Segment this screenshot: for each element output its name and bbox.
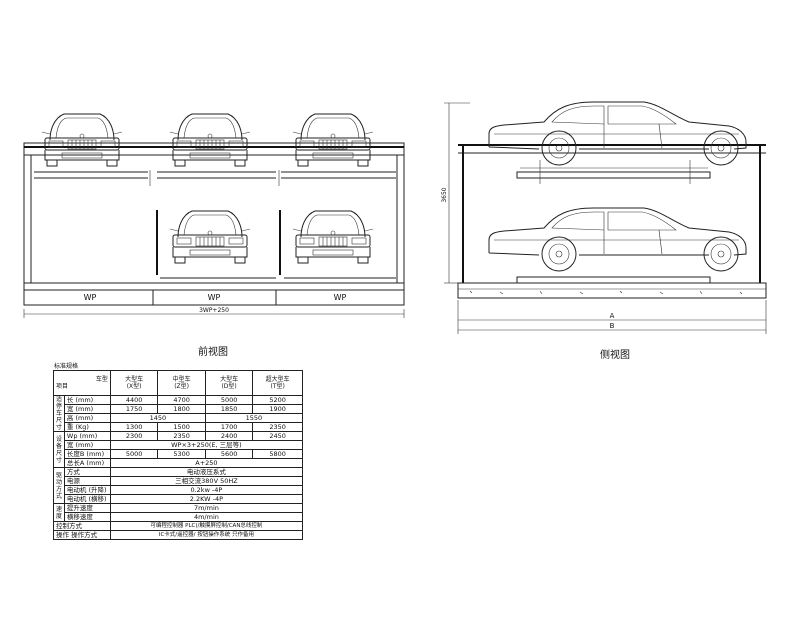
row-label: 提升速度 bbox=[63, 503, 111, 513]
row-weight: 重 (Kg) 1300 1500 1700 2350 bbox=[54, 422, 303, 432]
group-car-size: 适停车尺寸 bbox=[53, 395, 65, 432]
side-view: 3650 A B bbox=[441, 101, 767, 334]
cell: WP×3+250(E, 三层等) bbox=[109, 440, 304, 450]
side-height: 3650 bbox=[441, 187, 448, 202]
row-label: 重 (Kg) bbox=[63, 422, 111, 432]
header-type-4: 超大型车(T型) bbox=[252, 370, 303, 396]
row-label: 长 (mm) bbox=[63, 395, 111, 405]
cell: 2.2KW -4P bbox=[109, 494, 304, 504]
row-label: 控制方式 bbox=[53, 521, 111, 531]
front-view: WP WP WP 3WP+250 bbox=[23, 113, 405, 318]
cell: 4m/min bbox=[109, 512, 304, 522]
cell: 5600 bbox=[204, 449, 254, 459]
cell: 1700 bbox=[204, 422, 254, 432]
row-label: 宽 (mm) bbox=[63, 440, 111, 450]
cell: 5000 bbox=[204, 395, 254, 405]
cell: 1550 bbox=[204, 413, 304, 423]
front-frame bbox=[23, 142, 405, 306]
row-total-length: 长度B (mm) 5000 5300 5600 5800 bbox=[54, 449, 303, 459]
cell: 1800 bbox=[157, 404, 206, 414]
row-operation: 操作 操作方式 IC卡式/遥控器/ 按钮操作系统 只作备用 bbox=[53, 530, 304, 540]
header-type-2: 中型车(Z型) bbox=[157, 370, 206, 396]
row-label: 方式 bbox=[63, 467, 111, 477]
cell: 1900 bbox=[252, 404, 303, 414]
group-speed: 速度 bbox=[53, 503, 65, 522]
cell: IC卡式/遥控器/ 按钮操作系统 只作备用 bbox=[109, 530, 304, 540]
cell: 2350 bbox=[252, 422, 303, 432]
row-pit: 总长A (mm) A+250 bbox=[54, 458, 304, 468]
row-label: 总长A (mm) bbox=[63, 458, 111, 468]
cell: 5300 bbox=[157, 449, 206, 459]
cell: 1750 bbox=[109, 404, 159, 414]
cell: 1300 bbox=[109, 422, 159, 432]
cell: 4400 bbox=[109, 395, 159, 405]
front-view-caption: 前视图 bbox=[198, 347, 228, 358]
cell: 5000 bbox=[109, 449, 159, 459]
group-equipment-size: 设备尺寸 bbox=[53, 431, 65, 468]
cell: 三相交流380V 50HZ bbox=[109, 476, 304, 486]
header-type-1: 大型车(X型) bbox=[109, 370, 159, 396]
row-length: 适停车尺寸 长 (mm) 4400 4700 5000 5200 bbox=[53, 395, 303, 432]
wp-label-1: WP bbox=[84, 293, 97, 302]
row-label: 电动机 (升降) bbox=[63, 485, 111, 495]
side-dim-a: A bbox=[610, 312, 615, 320]
row-control: 控制方式 可编程控制器 PLC)/触摸屏控制/CAN总线控制 bbox=[53, 521, 304, 531]
row-speed-lift: 速度 提升速度 7m/min bbox=[53, 503, 304, 522]
cell: 2350 bbox=[157, 431, 206, 441]
cell: A+250 bbox=[109, 458, 304, 468]
header-corner: 车型 项目 bbox=[53, 370, 111, 396]
cell: 5800 bbox=[252, 449, 303, 459]
cell: 1850 bbox=[204, 404, 254, 414]
front-total-width: 3WP+250 bbox=[199, 307, 229, 314]
cell: 4700 bbox=[157, 395, 206, 405]
header-type-3: 大型车(D型) bbox=[204, 370, 254, 396]
cell: 0.2kw -4P bbox=[109, 485, 304, 495]
row-label: 电源 bbox=[63, 476, 111, 486]
spec-table: 车型 项目 大型车(X型) 中型车(Z型) 大型车(D型) 超大型车(T型) 适… bbox=[53, 370, 304, 540]
cell: 1500 bbox=[157, 422, 206, 432]
row-label: 长度B (mm) bbox=[63, 449, 111, 459]
row-motor-trav: 电动机 (横移) 2.2KW -4P bbox=[54, 494, 304, 504]
row-label: 电动机 (横移) bbox=[63, 494, 111, 504]
cell: 5200 bbox=[252, 395, 303, 405]
row-width: 宽 (mm) 1750 1800 1850 1900 bbox=[54, 404, 303, 414]
cell: 2300 bbox=[109, 431, 159, 441]
row-height: 高 (mm) 1450 1550 bbox=[54, 413, 304, 423]
row-motor-lift: 电动机 (升降) 0.2kw -4P bbox=[54, 485, 304, 495]
row-label: 高 (mm) bbox=[63, 413, 111, 423]
cell: 可编程控制器 PLC)/触摸屏控制/CAN总线控制 bbox=[109, 521, 304, 531]
row-speed-trav: 横移速度 4m/min bbox=[54, 512, 304, 522]
cell: 电动液压系式 bbox=[109, 467, 304, 477]
spec-table-title: 标准规格 bbox=[54, 363, 79, 370]
row-label: 横移速度 bbox=[63, 512, 111, 522]
row-total-width: 宽 (mm) WP×3+250(E, 三层等) bbox=[54, 440, 304, 450]
row-label: 操作 操作方式 bbox=[53, 530, 111, 540]
cell: 2450 bbox=[252, 431, 303, 441]
side-dim-b: B bbox=[610, 322, 615, 330]
group-drive: 驱动方式 bbox=[53, 467, 65, 504]
cell: 1450 bbox=[109, 413, 206, 423]
row-label: Wp (mm) bbox=[63, 431, 111, 441]
cell: 7m/min bbox=[109, 503, 304, 513]
cell: 2400 bbox=[204, 431, 254, 441]
row-mode: 驱动方式 方式 电动液压系式 bbox=[53, 467, 304, 504]
wp-label-2: WP bbox=[208, 293, 221, 302]
header-corner-top: 车型 bbox=[95, 376, 108, 383]
row-label: 宽 (mm) bbox=[63, 404, 111, 414]
wp-label-3: WP bbox=[334, 293, 347, 302]
row-wp: 设备尺寸 Wp (mm) 2300 2350 2400 2450 bbox=[53, 431, 303, 468]
side-view-caption: 侧视图 bbox=[600, 350, 630, 361]
header-corner-bottom: 项目 bbox=[56, 383, 69, 390]
spec-header-row: 车型 项目 大型车(X型) 中型车(Z型) 大型车(D型) 超大型车(T型) bbox=[53, 370, 303, 396]
row-power: 电源 三相交流380V 50HZ bbox=[54, 476, 304, 486]
